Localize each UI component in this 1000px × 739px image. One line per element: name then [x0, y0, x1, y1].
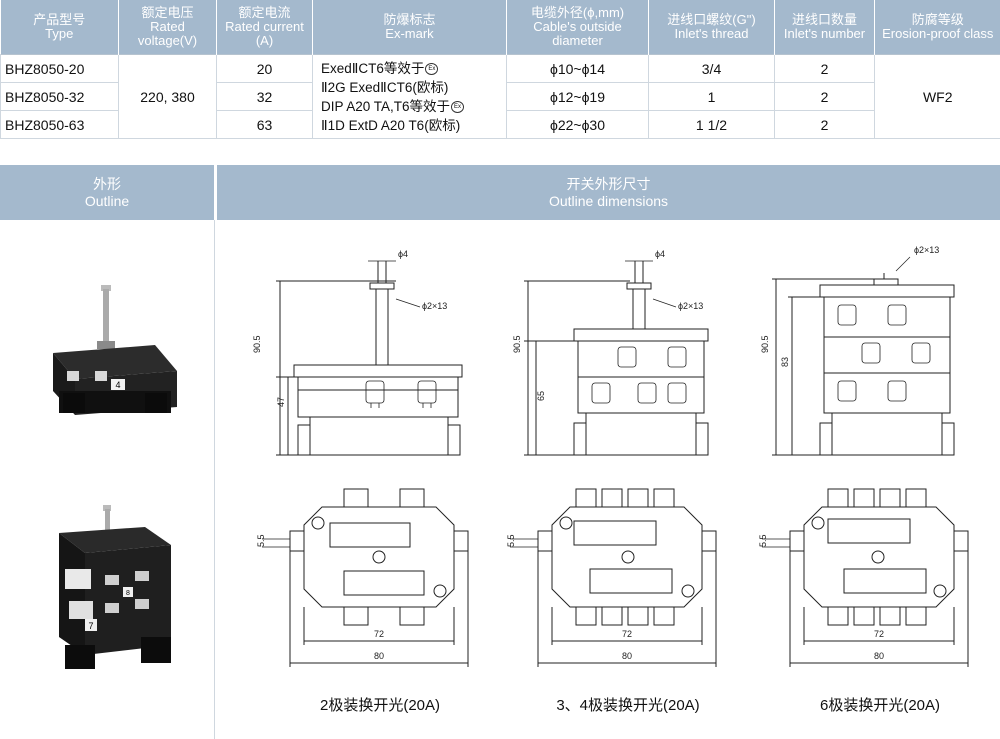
cell-cable: ϕ22~ϕ30: [506, 110, 649, 139]
dim-72: 72: [874, 629, 884, 639]
ex-icon: Ex: [451, 100, 465, 113]
cell-thread: 1: [648, 82, 775, 111]
dim-5-5: 5.5: [506, 534, 516, 547]
cell-erosion: WF2: [874, 54, 1000, 139]
cell-current: 20: [216, 54, 313, 83]
dim-phi4: ϕ4: [655, 249, 665, 259]
cell-inlet-number: 2: [774, 110, 875, 139]
caption-2pole: 2极装换开光(20A): [319, 697, 441, 714]
dim-phi4: ϕ4: [398, 249, 408, 259]
cell-current: 32: [216, 82, 313, 111]
dim-phi2x13: ϕ2×13: [678, 301, 703, 311]
dim-72: 72: [374, 629, 384, 639]
header-thread: 进线口螺纹(G")Inlet's thread: [648, 0, 775, 55]
drawing-4pole-plan: [510, 488, 717, 667]
cell-type: BHZ8050-63: [0, 110, 119, 139]
dim-80: 80: [374, 651, 384, 661]
cell-type: BHZ8050-20: [0, 54, 119, 83]
dim-65: 65: [536, 391, 546, 401]
caption-4pole: 3、4极装换开光(20A): [556, 697, 700, 714]
dimension-drawings: 90.5 47 ϕ4 ϕ2×13 72 80 5.5: [252, 245, 969, 667]
photo-label: 4: [115, 380, 120, 390]
dim-phi2x13: ϕ2×13: [914, 245, 939, 255]
photo-label: 7: [88, 621, 93, 631]
table-row: BHZ8050-63 63 ϕ22~ϕ30 1 1/2 2: [0, 110, 1000, 139]
caption-6pole: 6极装换开光(20A): [819, 697, 941, 714]
table-row: BHZ8050-32 32 ϕ12~ϕ19 1 2: [0, 82, 1000, 111]
dim-83: 83: [780, 357, 790, 367]
cell-current: 63: [216, 110, 313, 139]
column-divider: [214, 220, 215, 739]
switch-photo-6pole: 7 8: [59, 505, 171, 669]
dim-80: 80: [622, 651, 632, 661]
switch-photo-2pole: 4: [53, 285, 177, 415]
dim-47: 47: [276, 397, 286, 407]
dim-phi2x13: ϕ2×13: [422, 301, 447, 311]
drawing-2pole-front: [276, 260, 463, 456]
cell-cable: ϕ10~ϕ14: [506, 54, 649, 83]
cell-thread: 1 1/2: [648, 110, 775, 139]
cell-inlet-number: 2: [774, 82, 875, 111]
dim-5-5: 5.5: [256, 534, 266, 547]
dim-5-5: 5.5: [758, 534, 768, 547]
cell-inlet-number: 2: [774, 54, 875, 83]
cell-thread: 3/4: [648, 54, 775, 83]
drawing-6pole-plan: [762, 488, 969, 667]
dim-90-5: 90.5: [512, 335, 522, 353]
band-divider: [214, 165, 217, 220]
cell-cable: ϕ12~ϕ19: [506, 82, 649, 111]
ex-icon: Ex: [425, 62, 439, 75]
dim-90-5: 90.5: [252, 335, 262, 353]
dim-90-5: 90.5: [760, 335, 770, 353]
cell-type: BHZ8050-32: [0, 82, 119, 111]
header-cable: 电缆外径(ϕ,mm)Cable's outside diameter: [506, 0, 649, 55]
drawing-4pole-front: [524, 260, 709, 456]
drawing-6pole-front: [772, 256, 955, 456]
dim-72: 72: [622, 629, 632, 639]
cell-voltage: 220, 380: [118, 54, 217, 139]
photo-label: 8: [126, 590, 130, 597]
dim-80: 80: [874, 651, 884, 661]
drawing-2pole-plan: [262, 488, 469, 667]
